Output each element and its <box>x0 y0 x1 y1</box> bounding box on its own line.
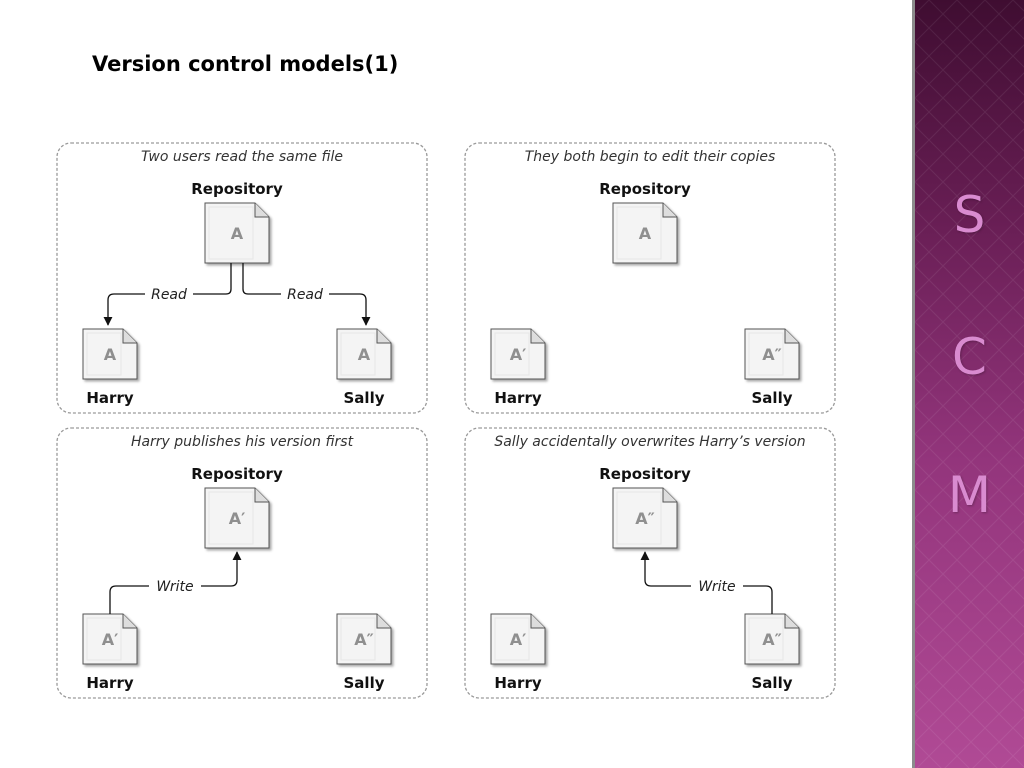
sally-file-letter: A″ <box>762 630 782 649</box>
sally-label: Sally <box>752 674 793 692</box>
panel-caption: They both begin to edit their copies <box>525 149 776 165</box>
harry-label: Harry <box>86 674 133 692</box>
sally-file-letter: A″ <box>354 630 374 649</box>
harry-file: A′ <box>490 328 546 380</box>
harry-label: Harry <box>86 389 133 407</box>
write-label: Write <box>156 579 193 595</box>
repository-file-letter: A <box>639 224 652 243</box>
harry-label: Harry <box>494 674 541 692</box>
repository-file: A <box>204 202 270 264</box>
repository-label: Repository <box>191 180 283 198</box>
side-band-letter-s: S <box>953 186 986 244</box>
panel-4: Sally accidentally overwrites Harry’s ve… <box>464 427 836 699</box>
harry-file: A <box>82 328 138 380</box>
repository-file-letter: A <box>231 224 244 243</box>
repository-label: Repository <box>599 180 691 198</box>
harry-label: Harry <box>494 389 541 407</box>
repository-file: A′ <box>204 487 270 549</box>
harry-file: A′ <box>82 613 138 665</box>
repository-file: A <box>612 202 678 264</box>
sally-label: Sally <box>344 674 385 692</box>
side-band-letter-m: M <box>947 466 992 524</box>
panel-2: They both begin to edit their copiesRepo… <box>464 142 836 414</box>
repository-file-letter: A′ <box>229 509 246 528</box>
repository-label: Repository <box>599 465 691 483</box>
panel-caption: Sally accidentally overwrites Harry’s ve… <box>494 434 805 450</box>
sally-file: A″ <box>744 613 800 665</box>
side-band-letter-c: C <box>952 328 987 386</box>
sally-label: Sally <box>752 389 793 407</box>
sally-label: Sally <box>344 389 385 407</box>
repository-label: Repository <box>191 465 283 483</box>
sally-file: A″ <box>744 328 800 380</box>
slide-title: Version control models(1) <box>92 52 399 76</box>
read-label-sally: Read <box>287 287 323 303</box>
harry-file: A′ <box>490 613 546 665</box>
panel-3: Harry publishes his version firstReposit… <box>56 427 428 699</box>
sally-file: A <box>336 328 392 380</box>
panel-caption: Harry publishes his version first <box>131 434 354 450</box>
side-band: S C M <box>912 0 1024 768</box>
harry-file-letter: A′ <box>510 630 527 649</box>
panel-caption: Two users read the same file <box>141 149 343 165</box>
version-control-diagram: Two users read the same fileRepositoryAA… <box>56 142 836 699</box>
write-label: Write <box>698 579 735 595</box>
sally-file: A″ <box>336 613 392 665</box>
side-band-pattern <box>915 0 1024 768</box>
harry-file-letter: A′ <box>102 630 119 649</box>
repository-file: A″ <box>612 487 678 549</box>
harry-file-letter: A <box>104 345 117 364</box>
sally-file-letter: A <box>358 345 371 364</box>
sally-file-letter: A″ <box>762 345 782 364</box>
harry-file-letter: A′ <box>510 345 527 364</box>
read-label-harry: Read <box>151 287 187 303</box>
repository-file-letter: A″ <box>635 509 655 528</box>
